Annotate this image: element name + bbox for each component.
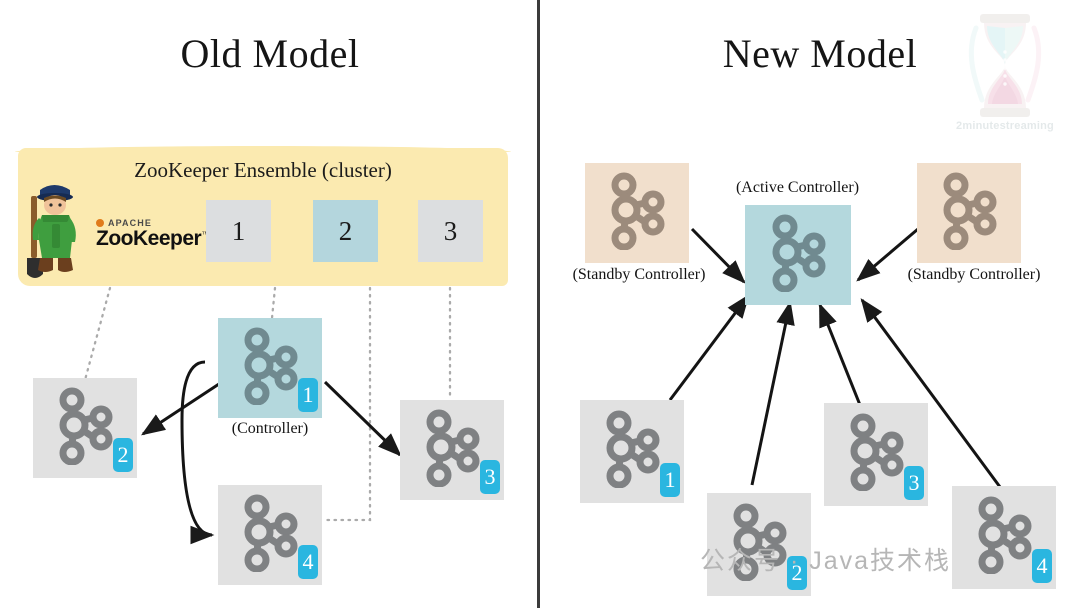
kafka-logo-icon (611, 172, 665, 250)
standby-controller-left[interactable] (585, 163, 689, 263)
panel-divider (537, 0, 540, 608)
old-broker-4[interactable]: 4 (218, 485, 322, 585)
broker-badge-1: 1 (298, 378, 318, 412)
kafka-logo-icon (772, 214, 826, 292)
broker-badge-4: 4 (298, 545, 318, 579)
standby-controller-left-caption: (Standby Controller) (572, 266, 706, 283)
old-controller-caption: (Controller) (231, 420, 309, 437)
new-broker-badge-2: 2 (787, 556, 807, 590)
apache-zookeeper-logo: APACHE ZooKeeper™ (18, 178, 209, 283)
kafka-logo-icon (606, 410, 660, 489)
new-broker-3[interactable]: 3 (824, 403, 928, 506)
kafka-logo-icon (426, 409, 480, 487)
trademark-symbol: ™ (201, 230, 209, 239)
old-broker-1-controller[interactable]: 1 (218, 318, 322, 418)
brand-logo: 2minutestreaming (950, 8, 1060, 140)
brand-name: 2minutestreaming (956, 120, 1054, 132)
broker-badge-2: 2 (113, 438, 133, 472)
kafka-logo-icon (244, 494, 298, 572)
page-title-new-model: New Model (722, 31, 918, 76)
kafka-logo-icon (59, 387, 113, 465)
standby-controller-right-caption: (Standby Controller) (907, 266, 1041, 283)
old-broker-3[interactable]: 3 (400, 400, 504, 500)
apache-label: APACHE (96, 218, 216, 228)
kafka-logo-icon (978, 496, 1032, 575)
zk-ensemble-node-3[interactable]: 3 (418, 200, 483, 262)
broker-badge-3: 3 (480, 460, 500, 494)
active-controller-caption: (Active Controller) (735, 179, 860, 196)
watermark-text: 公众号 · Java技术栈 (700, 547, 952, 575)
new-broker-badge-4: 4 (1032, 549, 1052, 583)
old-broker-2[interactable]: 2 (33, 378, 137, 478)
standby-controller-right[interactable] (917, 163, 1021, 263)
page-title-old-model: Old Model (180, 31, 360, 76)
new-broker-badge-1: 1 (660, 463, 680, 497)
zookeeper-wordmark: APACHE ZooKeeper™ (96, 218, 216, 249)
zookeeper-mascot-icon (27, 185, 76, 278)
kafka-logo-icon (244, 327, 298, 405)
new-broker-1[interactable]: 1 (580, 400, 684, 503)
zk-ensemble-node-2[interactable]: 2 (313, 200, 378, 262)
kafka-logo-icon (943, 172, 997, 250)
hourglass-icon (968, 14, 1042, 117)
kafka-logo-icon (850, 413, 904, 492)
zookeeper-ensemble-label: ZooKeeper Ensemble (cluster) (134, 158, 392, 182)
new-broker-badge-3: 3 (904, 466, 924, 500)
active-controller[interactable] (745, 205, 851, 305)
zookeeper-label: ZooKeeper™ (96, 227, 209, 250)
kafka-logo-icon (733, 503, 787, 582)
new-broker-4[interactable]: 4 (952, 486, 1056, 589)
new-broker-2[interactable]: 2 (707, 493, 811, 596)
zk-ensemble-node-1[interactable]: 1 (206, 200, 271, 262)
